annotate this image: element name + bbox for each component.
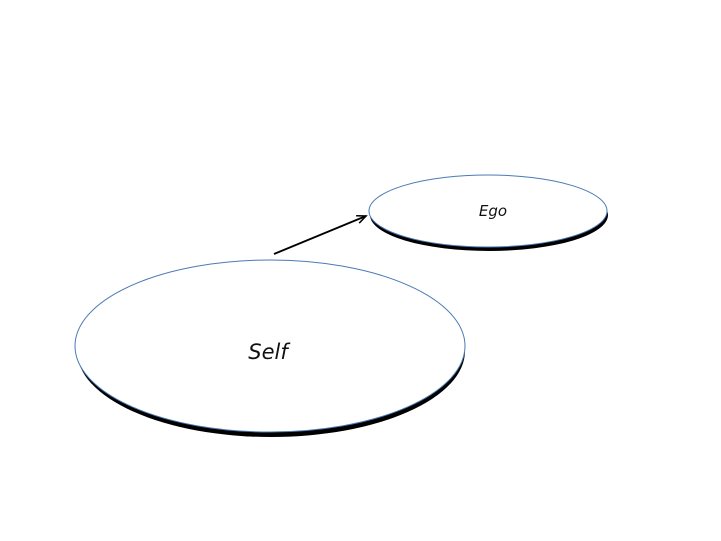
- self-ellipse: [74, 259, 466, 433]
- self-to-ego-arrow: [273, 214, 368, 255]
- ego-ellipse: [368, 174, 608, 248]
- ego-node: [368, 174, 608, 251]
- ego-label: Ego: [478, 202, 508, 220]
- self-node: [74, 259, 466, 437]
- self-label: Self: [248, 340, 288, 364]
